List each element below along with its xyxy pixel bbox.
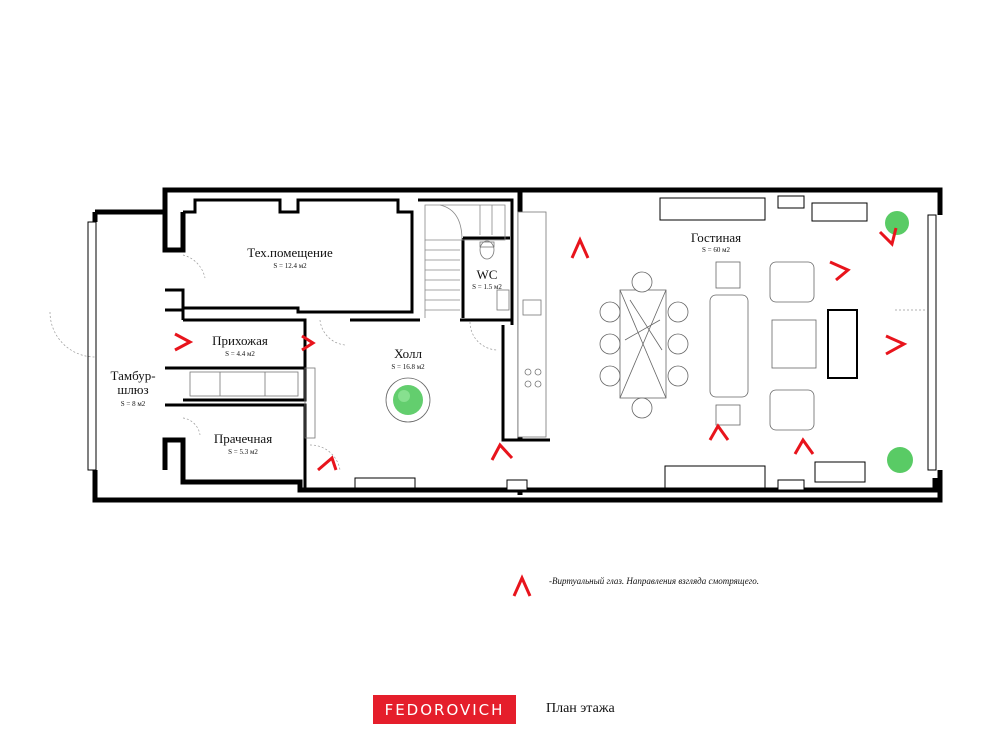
door-swings xyxy=(49,215,925,471)
room-name-laundry: Прачечная xyxy=(213,431,273,446)
room-name-tech: Тех.помещение xyxy=(247,245,333,260)
plan-caption: План этажа xyxy=(546,701,615,716)
legend-text: -Виртуальный глаз. Направления взгляда с… xyxy=(549,576,760,586)
room-area-wc: S = 1.5 м2 xyxy=(472,283,502,291)
room-area-laundry: S = 5.3 м2 xyxy=(228,448,258,456)
wc-fixtures xyxy=(479,240,510,311)
room-area-hall: S = 16.8 м2 xyxy=(391,363,425,371)
room-name-entry: Прихожая xyxy=(212,333,268,348)
shelves xyxy=(189,367,316,439)
brand-logo: FEDOROVICH xyxy=(373,695,516,724)
living-plants xyxy=(885,211,913,473)
room-name-vestibule: Тамбур- шлюз xyxy=(110,368,156,397)
stairs xyxy=(424,204,506,318)
dining-set xyxy=(599,271,689,419)
windows xyxy=(87,195,937,491)
room-name-hall: Холл xyxy=(394,346,422,361)
room-name-wc: WC xyxy=(476,267,498,282)
room-area-tech: S = 12.4 м2 xyxy=(273,262,307,270)
room-area-vestibule: S = 8 м2 xyxy=(120,400,146,408)
living-furniture xyxy=(709,261,858,431)
kitchen xyxy=(517,211,547,438)
inner-walls xyxy=(165,198,550,490)
eye-markers xyxy=(174,227,908,597)
room-name-living: Гостиная xyxy=(690,230,742,245)
hall-table xyxy=(385,377,431,423)
room-area-entry: S = 4.4 м2 xyxy=(225,350,255,358)
room-area-living: S = 60 м2 xyxy=(701,246,731,254)
